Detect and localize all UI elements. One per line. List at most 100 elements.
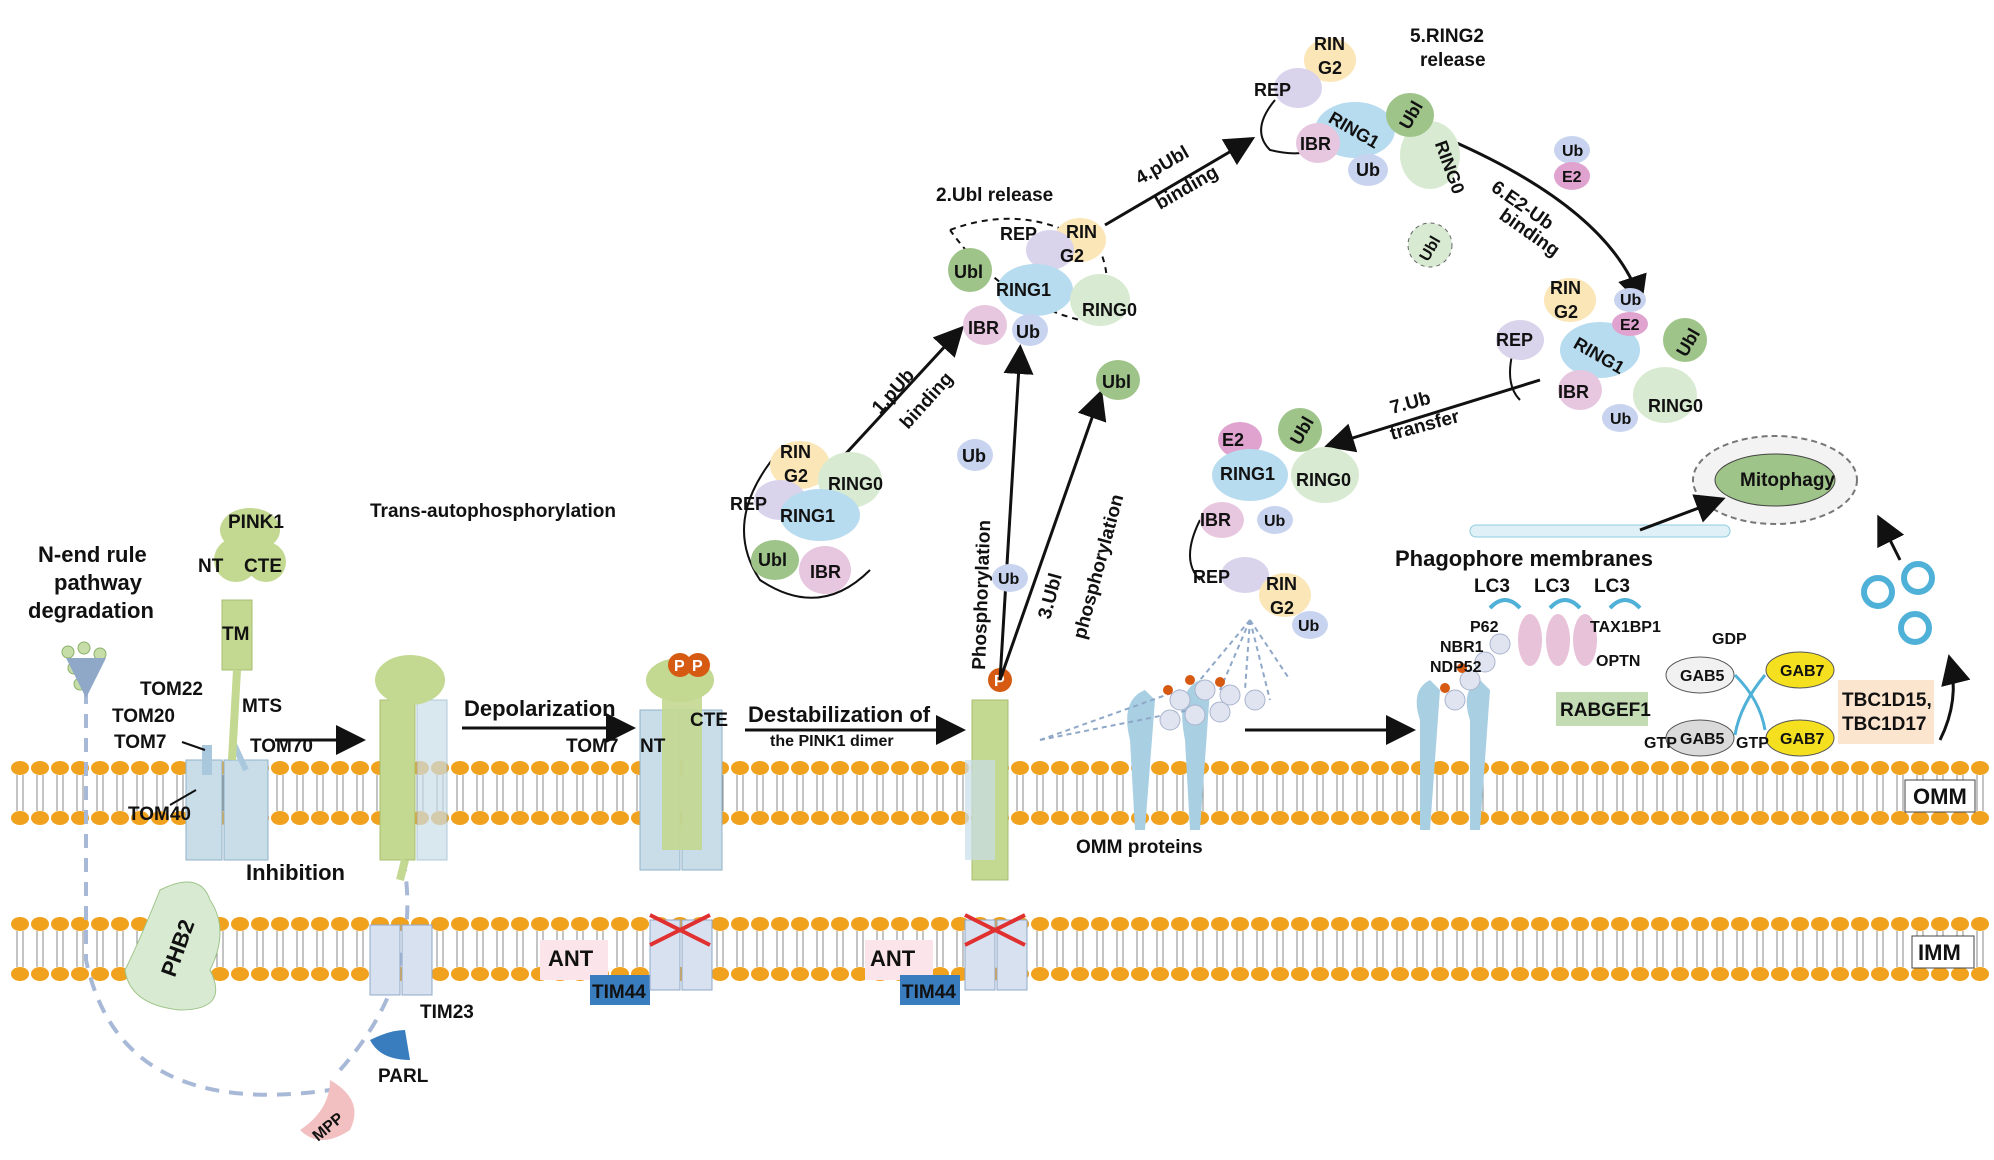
lipid-head — [131, 761, 149, 775]
lipid-head — [1851, 917, 1869, 931]
parl-label: PARL — [378, 1066, 429, 1087]
pB-ibr: IBR — [968, 318, 999, 338]
lipid-head — [1931, 761, 1949, 775]
lipid-head — [1151, 761, 1169, 775]
pD-ub2: Ub — [1620, 292, 1642, 309]
lipid-tail — [616, 775, 624, 811]
lipid-tail — [1576, 775, 1584, 811]
lipid-head — [1491, 917, 1509, 931]
pB-rep: REP — [1000, 224, 1037, 244]
lipid-tail — [1116, 931, 1124, 967]
lipid-tail — [1816, 931, 1824, 967]
lipid-head — [611, 917, 629, 931]
lipid-tail — [1596, 775, 1604, 811]
lipid-head — [771, 811, 789, 825]
lipid-head — [1771, 967, 1789, 981]
phospho-p2: P — [692, 658, 703, 675]
ant1-label: ANT — [548, 946, 594, 971]
lipid-head — [1451, 811, 1469, 825]
lipid-head — [511, 967, 529, 981]
lipid-head — [751, 761, 769, 775]
lipid-head — [1211, 761, 1229, 775]
lipid-head — [751, 967, 769, 981]
lipid-tail — [136, 775, 144, 811]
lipid-head — [1831, 967, 1849, 981]
lipid-head — [1951, 761, 1969, 775]
lipid-head — [871, 917, 889, 931]
tom7-label: TOM7 — [114, 732, 166, 753]
lipid-head — [1611, 761, 1629, 775]
lipid-head — [1311, 811, 1329, 825]
lipid-tail — [16, 775, 24, 811]
lipid-head — [451, 967, 469, 981]
lipid-head — [1791, 761, 1809, 775]
lipid-head — [731, 917, 749, 931]
lipid-head — [451, 811, 469, 825]
lipid-head — [1111, 761, 1129, 775]
lipid-head — [1431, 917, 1449, 931]
lipid-head — [271, 917, 289, 931]
lipid-head — [91, 917, 109, 931]
lipid-tail — [1656, 775, 1664, 811]
inhibition-label: Inhibition — [246, 860, 345, 885]
lipid-tail — [756, 931, 764, 967]
lipid-head — [1271, 761, 1289, 775]
lipid-tail — [1036, 931, 1044, 967]
lipid-tail — [1696, 775, 1704, 811]
mpp-protein — [300, 1080, 355, 1140]
lipid-tail — [1156, 931, 1164, 967]
lipid-tail — [1596, 931, 1604, 967]
lipid-head — [831, 917, 849, 931]
lipid-head — [1851, 811, 1869, 825]
gtp-2: GTP — [1736, 735, 1769, 752]
step5-b: release — [1420, 50, 1486, 71]
p62-label: P62 — [1470, 619, 1499, 636]
lipid-tail — [1356, 775, 1364, 811]
lipid-head — [1431, 967, 1449, 981]
pD-rin: RIN — [1550, 278, 1581, 298]
lipid-head — [1231, 761, 1249, 775]
lipid-head — [731, 967, 749, 981]
lipid-head — [1351, 917, 1369, 931]
lipid-head — [751, 917, 769, 931]
lipid-head — [1891, 761, 1909, 775]
pE-ibr: IBR — [1200, 510, 1231, 530]
lipid-head — [451, 761, 469, 775]
lipid-head — [731, 761, 749, 775]
lipid-head — [1791, 917, 1809, 931]
lipid-head — [471, 761, 489, 775]
lipid-head — [1391, 917, 1409, 931]
lipid-head — [31, 917, 49, 931]
lipid-head — [1871, 811, 1889, 825]
pA-ring0: RING0 — [828, 474, 883, 494]
lipid-head — [331, 917, 349, 931]
tim44-1-label: TIM44 — [592, 982, 646, 1003]
cte-label: CTE — [244, 556, 282, 577]
lipid-head — [531, 761, 549, 775]
lipid-tail — [1556, 775, 1564, 811]
lipid-head — [1111, 811, 1129, 825]
gab5-2: GAB5 — [1680, 731, 1725, 748]
lipid-head — [631, 917, 649, 931]
lipid-tail — [576, 775, 584, 811]
lipid-tail — [1316, 775, 1324, 811]
lipid-head — [1311, 761, 1329, 775]
lipid-tail — [276, 775, 284, 811]
lipid-head — [1771, 917, 1789, 931]
phagophore-label: Phagophore membranes — [1395, 546, 1653, 571]
lipid-tail — [1756, 931, 1764, 967]
ant2-label: ANT — [870, 946, 916, 971]
lipid-tail — [1456, 775, 1464, 811]
vesicles — [1861, 561, 1935, 645]
lipid-tail — [436, 931, 444, 967]
lipid-head — [1051, 761, 1069, 775]
lipid-head — [751, 811, 769, 825]
lipid-head — [431, 967, 449, 981]
lipid-tail — [1796, 775, 1804, 811]
lipid-tail — [1076, 775, 1084, 811]
lipid-tail — [1236, 931, 1244, 967]
lipid-head — [51, 761, 69, 775]
lipid-tail — [1316, 931, 1324, 967]
lipid-head — [91, 811, 109, 825]
lipid-head — [1951, 811, 1969, 825]
